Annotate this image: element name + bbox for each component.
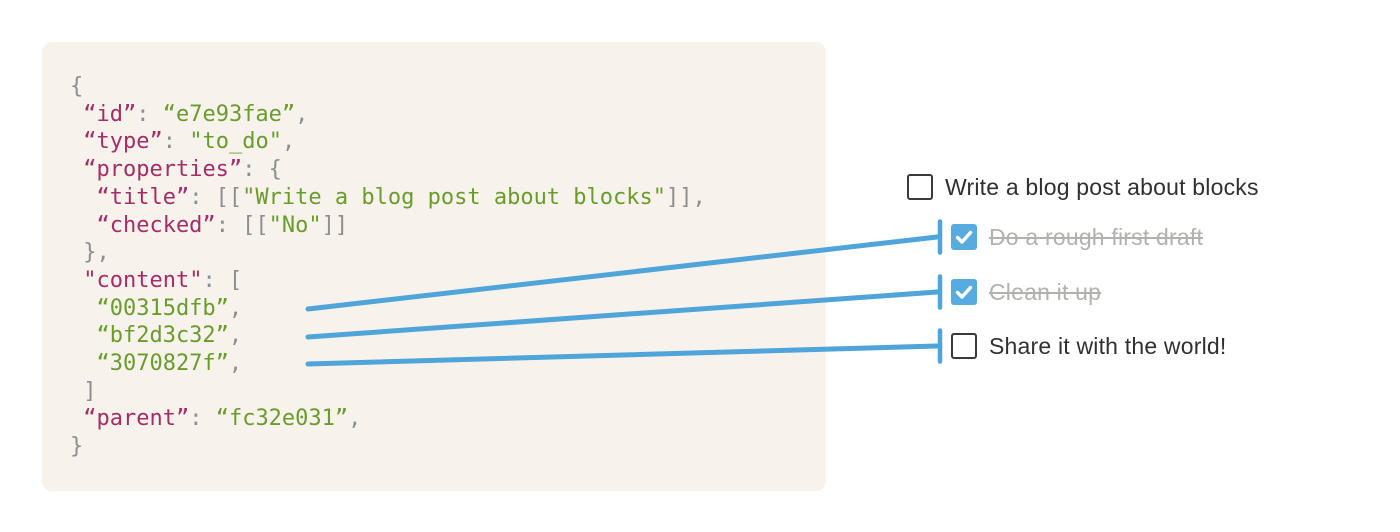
todo-item-label: Do a rough first draft [989, 223, 1204, 250]
code-line: “properties”: { [70, 156, 706, 184]
code-segment: "content" [83, 267, 203, 293]
code-segment: “checked” [96, 212, 216, 238]
code-segment: ]], [666, 184, 706, 210]
code-segment: "No" [268, 212, 322, 238]
code-segment: : [136, 101, 163, 127]
code-line: “00315dfb”, [70, 295, 706, 323]
code-line: “id”: “e7e93fae”, [70, 101, 706, 129]
code-segment: , [228, 351, 243, 377]
checkbox-checked[interactable] [951, 224, 977, 250]
code-segment: : [[ [215, 212, 269, 238]
code-line: } [70, 433, 706, 461]
code-segment: "Write a blog post about blocks" [242, 184, 667, 210]
code-segment: , [228, 323, 243, 349]
code-segment: } [70, 434, 84, 460]
code-segment: “fc32e031” [215, 406, 349, 432]
code-segment: ] [83, 378, 97, 404]
todo-item-label: Clean it up [989, 278, 1102, 305]
code-line: }, [70, 239, 706, 267]
code-line: “title”: [["Write a blog post about bloc… [70, 184, 706, 212]
code-segment: : [ [202, 267, 243, 293]
code-segment: : [162, 129, 190, 155]
code-line: "content": [ [70, 267, 706, 295]
json-code-block: {“id”: “e7e93fae”,“type”: "to_do",“prope… [42, 42, 826, 491]
todo-item: Write a blog post about blocks [907, 174, 1259, 200]
checkmark-icon [955, 285, 973, 299]
code-segment: “id” [83, 101, 137, 127]
checkbox-unchecked[interactable] [951, 333, 977, 359]
code-line: “type”: "to_do", [70, 128, 706, 156]
code-line: ] [70, 378, 706, 406]
code-segment: "to_do" [189, 129, 282, 155]
code-line: “parent”: “fc32e031”, [70, 405, 706, 433]
todo-item-label: Share it with the world! [989, 332, 1227, 359]
code-segment: “e7e93fae” [162, 101, 296, 127]
json-code-lines: {“id”: “e7e93fae”,“type”: "to_do",“prope… [70, 73, 706, 461]
code-segment: : { [242, 157, 282, 183]
code-segment: , [348, 406, 362, 432]
code-segment: : [[ [189, 184, 243, 210]
todo-item: Clean it up [951, 279, 1101, 305]
code-segment: “3070827f” [96, 351, 229, 377]
checkmark-icon [955, 230, 973, 244]
code-segment: }, [83, 240, 110, 266]
code-segment: , [295, 101, 309, 127]
code-segment: “00315dfb” [96, 295, 229, 321]
checkbox-unchecked[interactable] [907, 174, 933, 200]
code-line: “3070827f”, [70, 350, 706, 378]
code-segment: ]] [321, 212, 349, 238]
code-segment: “parent” [83, 406, 190, 432]
code-segment: , [281, 129, 296, 155]
code-segment: “properties” [83, 157, 243, 183]
code-segment: “title” [96, 184, 190, 210]
code-segment: “type” [83, 129, 163, 155]
code-segment: , [228, 295, 243, 321]
todo-item: Do a rough first draft [951, 224, 1203, 250]
code-segment: “bf2d3c32” [96, 323, 229, 349]
checkbox-checked[interactable] [951, 279, 977, 305]
code-line: “bf2d3c32”, [70, 322, 706, 350]
todo-item-label: Write a blog post about blocks [945, 173, 1259, 200]
todo-item: Share it with the world! [951, 333, 1226, 359]
code-segment: { [70, 74, 84, 99]
code-segment: : [189, 406, 216, 432]
code-line: “checked”: [["No"]] [70, 212, 706, 240]
code-line: { [70, 73, 706, 101]
